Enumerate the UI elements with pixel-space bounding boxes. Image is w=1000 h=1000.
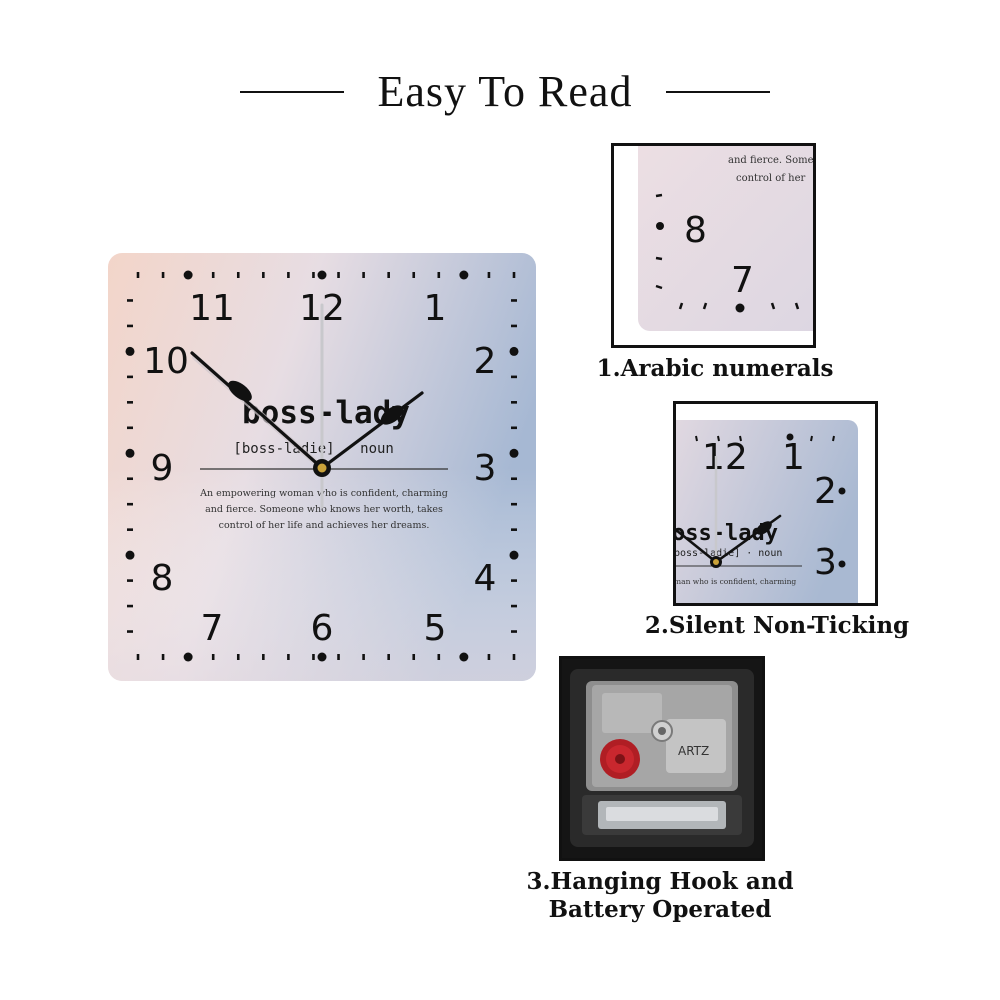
- feature-1-numeral-8: 8: [684, 210, 707, 251]
- numeral-7: 7: [201, 608, 224, 649]
- numeral-11: 11: [189, 288, 235, 329]
- clock-pronunciation: [boss-ladie]: [233, 441, 334, 457]
- feature-2-zoom: 12 1 2 3 oss-lady boss-ladie] · noun man…: [676, 420, 858, 603]
- numeral-6: 6: [311, 608, 334, 649]
- feature-3-caption-line-2: Battery Operated: [548, 896, 772, 923]
- minute-ticks: [125, 270, 519, 662]
- definition-line-2: and fierce. Someone who knows her worth,…: [205, 504, 443, 515]
- numeral-2: 2: [474, 341, 497, 382]
- definition-line-3: control of her life and achieves her dre…: [219, 520, 430, 531]
- feature-1-zoom: and fierce. Someo control of her 8 7: [638, 146, 813, 331]
- movement-label: ARTZ: [678, 744, 709, 758]
- numeral-8: 8: [151, 558, 174, 599]
- feature-1-text-2: control of her: [736, 173, 806, 184]
- tick-mark: [509, 346, 519, 356]
- feature-2-numeral-2: 2: [814, 471, 837, 512]
- tick-mark: [509, 448, 519, 458]
- feature-1-text-1: and fierce. Someo: [728, 155, 813, 166]
- feature-2-numeral-12: 12: [702, 437, 748, 478]
- numeral-10: 10: [143, 341, 189, 382]
- feature-1-caption: 1.Arabic numerals: [596, 355, 834, 382]
- header-rule-right: [666, 91, 770, 93]
- header-rule-left: [240, 91, 344, 93]
- clock-movement-photo: ARTZ: [562, 659, 762, 858]
- feature-2-inset: 12 1 2 3 oss-lady boss-ladie] · noun man…: [673, 401, 878, 606]
- tick-mark: [183, 652, 193, 662]
- numeral-5: 5: [424, 608, 447, 649]
- clock-part-of-speech: noun: [360, 441, 394, 457]
- minute-hand: [190, 351, 324, 470]
- numeral-9: 9: [151, 448, 174, 489]
- tick-mark: [125, 346, 135, 356]
- numeral-1: 1: [424, 288, 447, 329]
- tick-mark: [317, 270, 327, 280]
- feature-1-inset: and fierce. Someo control of her 8 7: [611, 143, 816, 348]
- tick-mark: [125, 448, 135, 458]
- tick-mark: [459, 270, 469, 280]
- feature-2-numeral-1: 1: [782, 437, 805, 478]
- clock-hands: [190, 303, 424, 509]
- feature-1-numeral-7: 7: [731, 260, 754, 301]
- hour-hand: [320, 391, 424, 470]
- page-title: Easy To Read: [377, 67, 633, 116]
- tick-mark: [125, 550, 135, 560]
- tick-mark: [317, 652, 327, 662]
- numeral-3: 3: [474, 448, 497, 489]
- tick-mark: [509, 550, 519, 560]
- feature-2-numeral-3: 3: [814, 542, 837, 583]
- feature-2-caption: 2.Silent Non-Ticking: [644, 612, 910, 639]
- numeral-4: 4: [474, 558, 497, 599]
- tick-mark: [183, 270, 193, 280]
- feature-3-caption-line-1: 3.Hanging Hook and: [526, 868, 794, 895]
- feature-2-text-3: man who is confident, charming: [676, 577, 796, 586]
- feature-3-inset: ARTZ: [559, 656, 765, 861]
- tick-mark: [459, 652, 469, 662]
